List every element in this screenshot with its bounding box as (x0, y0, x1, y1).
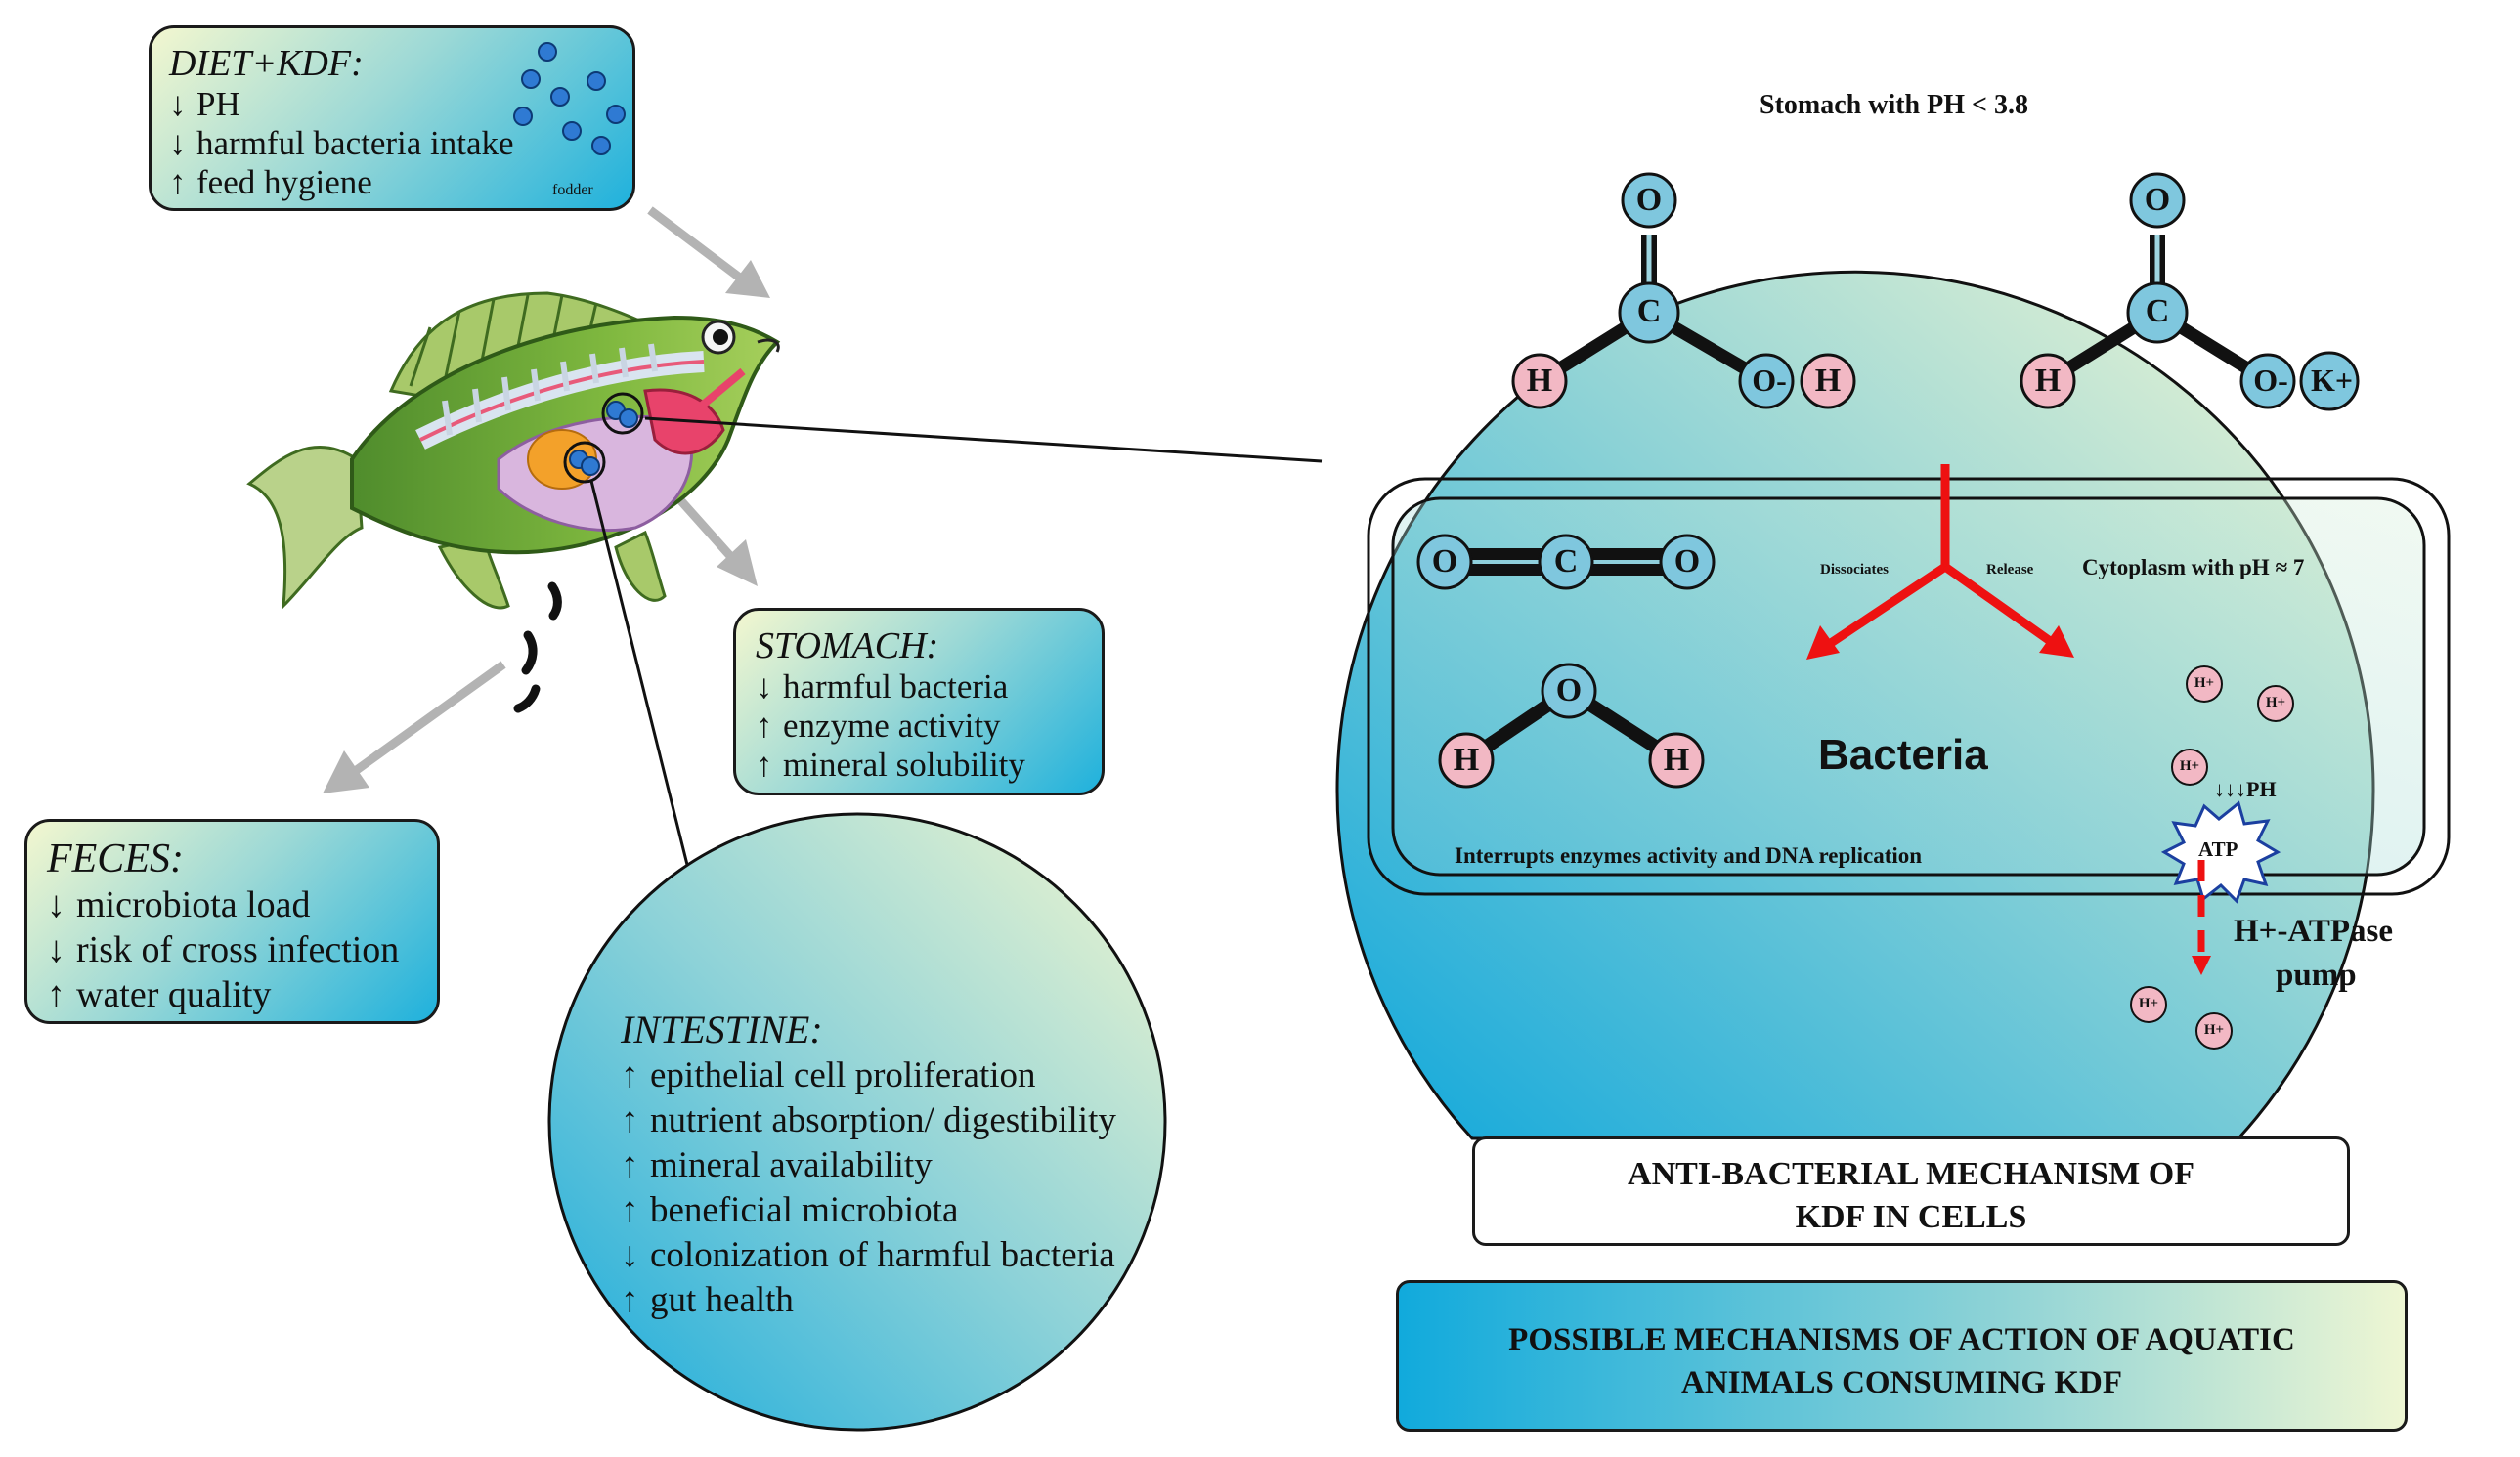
proton-label-5: H+ (2203, 1022, 2225, 1038)
feces-line-1: ↓microbiota load (47, 884, 311, 925)
stomach-line-2: ↑enzyme activity (756, 707, 1001, 745)
cytoplasm-protons (2171, 665, 2294, 786)
formic-o-top-atom (1621, 172, 1677, 229)
co2-o2-atom (1659, 534, 1716, 590)
cytoplasm-label: Cytoplasm with pH ≈ 7 (2082, 555, 2305, 579)
stomach-line-1: ↓harmful bacteria (756, 667, 1009, 706)
water-h1-atom (1438, 732, 1495, 789)
intestine-title: INTESTINE: (621, 1007, 823, 1051)
proton-4 (2130, 986, 2167, 1023)
formic-h-left-atom (1511, 353, 1568, 409)
release-label: Release (1986, 562, 2034, 578)
diet-kdf-box: DIET+KDF: ↓PH ↓harmful bacteria intake ↑… (149, 25, 635, 211)
feces-box: FECES: ↓microbiota load ↓risk of cross i… (24, 819, 440, 1024)
proton-label-2: H+ (2265, 695, 2286, 710)
formic-o-right-atom (1738, 353, 1795, 409)
dissociation-arrows (1806, 464, 2074, 660)
proton-2 (2257, 685, 2294, 722)
formate-o-top-label: O (2144, 182, 2171, 218)
bacteria-label: Bacteria (1818, 731, 1988, 779)
co2-c-label: C (1553, 543, 1579, 579)
interrupts-label: Interrupts enzymes activity and DNA repl… (1455, 843, 1923, 868)
intestine-line-4: ↑beneficial microbiota (621, 1190, 959, 1230)
cell-outer-membrane (1367, 477, 2451, 896)
intestine-line-3: ↑mineral availability (621, 1145, 933, 1185)
formic-o-right-label: O- (1752, 363, 1787, 398)
proton-5 (2195, 1012, 2233, 1050)
diet-line-3: ↑feed hygiene (169, 163, 372, 201)
water-o-atom (1541, 663, 1597, 719)
pump-label-line2: pump (2276, 958, 2357, 993)
proton-1 (2186, 665, 2223, 703)
co2-o1-label: O (1431, 543, 1458, 579)
formate-o-top-atom (2129, 172, 2186, 229)
possible-mechanisms-caption: POSSIBLE MECHANISMS OF ACTION OF AQUATIC… (1396, 1280, 2408, 1432)
connector-stomach-to-mechanism (644, 416, 1323, 463)
water-h1-label: H (1453, 742, 1480, 778)
connector-intestine-to-circle (589, 480, 704, 924)
intestine-line-5: ↓colonization of harmful bacteria (621, 1235, 1115, 1275)
formic-h-left-label: H (1526, 363, 1553, 399)
formic-o-top-label: O (1635, 182, 1663, 218)
diet-line-1: ↓PH (169, 85, 240, 123)
formate-k-label: K+ (2311, 363, 2354, 398)
intestine-text: INTESTINE: ↑epithelial cell proliferatio… (621, 1007, 1149, 1323)
formate-o-right-label: O- (2253, 363, 2288, 398)
intestine-circle (547, 812, 1167, 1432)
co2-o2-label: O (1673, 543, 1701, 579)
feces-line-3: ↑water quality (47, 974, 272, 1015)
formate-h-atom (2020, 353, 2076, 409)
intestine-line-2: ↑nutrient absorption/ digestibility (621, 1100, 1116, 1140)
water-o-label: O (1555, 672, 1583, 708)
co2-o1-atom (1416, 534, 1473, 590)
fish-to-stomach-arrow (671, 491, 758, 586)
proton-label-3: H+ (2179, 758, 2200, 774)
feces-title: FECES: (47, 836, 184, 881)
fish-to-feces-arrow (323, 661, 506, 793)
formate-c-atom (2126, 281, 2189, 344)
formic-c-atom (1618, 281, 1680, 344)
intestine-line-6: ↑gut health (621, 1280, 794, 1320)
fish-illustration (246, 291, 781, 610)
co2-molecule (1416, 534, 1716, 590)
formate-c-label: C (2145, 293, 2170, 329)
formate-o-right-atom (2239, 353, 2296, 409)
cell-inner-membrane (1391, 496, 2426, 877)
dissociates-label: Dissociates (1820, 562, 1889, 578)
stomach-title: STOMACH: (756, 625, 939, 666)
stomach-box: STOMACH: ↓harmful bacteria ↑enzyme activ… (733, 608, 1105, 795)
atp-starburst (2160, 800, 2281, 904)
proton-label-4: H+ (2138, 996, 2159, 1011)
water-h2-label: H (1663, 742, 1690, 778)
stomach-ph-title: Stomach with PH < 3.8 (1760, 90, 2028, 120)
intestine-line-1: ↑epithelial cell proliferation (621, 1055, 1036, 1095)
diet-kdf-title: DIET+KDF: (169, 43, 364, 84)
pump-arrow (2192, 860, 2211, 975)
water-h2-atom (1648, 732, 1705, 789)
expelled-protons (2130, 986, 2233, 1050)
formate-h-label: H (2034, 363, 2062, 399)
formic-c-label: C (1636, 293, 1662, 329)
feces-pellets (513, 581, 562, 713)
proton-label-1: H+ (2194, 675, 2215, 691)
formate-k-atom (2299, 351, 2360, 411)
atp-label: ATP (2198, 837, 2238, 861)
water-molecule (1438, 663, 1705, 789)
ph-drop-label: ↓↓↓PH (2214, 777, 2277, 801)
formic-acid-molecule (1511, 172, 1856, 409)
fodder-pellets-icon (513, 42, 626, 155)
diet-line-2: ↓harmful bacteria intake (169, 124, 514, 162)
fodder-label: fodder (552, 182, 593, 198)
feces-line-2: ↓risk of cross infection (47, 929, 400, 970)
formic-h-right-label: H (1814, 363, 1842, 399)
formic-h-right-atom (1800, 353, 1856, 409)
stomach-line-3: ↑mineral solubility (756, 746, 1025, 784)
co2-c-atom (1538, 534, 1594, 590)
diet-to-fish-arrow (647, 206, 770, 298)
potassium-formate-molecule (2020, 172, 2360, 411)
antibacterial-caption: ANTI-BACTERIAL MECHANISM OF KDF IN CELLS (1472, 1136, 2350, 1246)
pump-label-line1: H+-ATPase (2234, 914, 2394, 949)
proton-3 (2171, 749, 2208, 786)
